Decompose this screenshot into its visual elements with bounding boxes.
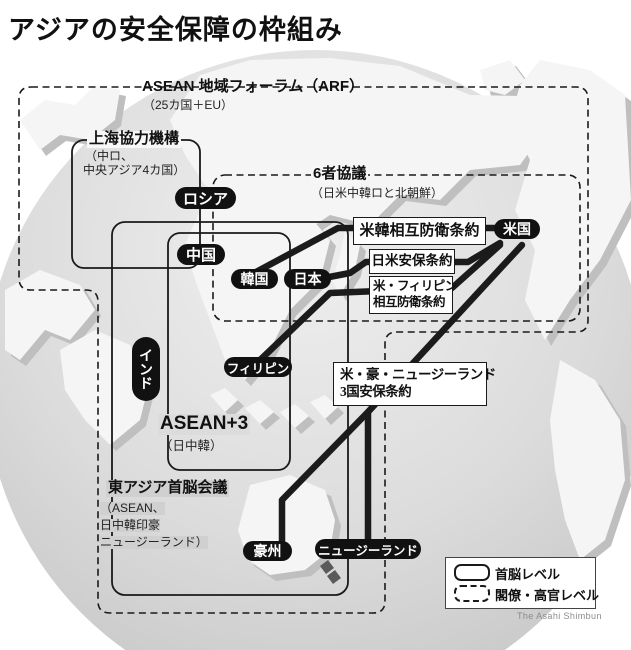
legend-summit-label: 首脳レベル: [495, 567, 561, 582]
country-pill-russia: ロシア: [175, 187, 236, 209]
sco-subtitle-line1: （中ロ、: [85, 149, 134, 163]
six-party-subtitle: （日米中韓ロと北朝鮮）: [311, 186, 444, 200]
country-pill-south-korea: 韓国: [231, 269, 278, 289]
us-korea-treaty-label: 米韓相互防衛条約: [359, 222, 480, 239]
country-pill-australia: 豪州: [243, 541, 292, 561]
eas-subtitle-line2: 日中韓印豪: [100, 518, 161, 533]
us-japan-line: [320, 239, 504, 282]
sco-label: 上海協力機構: [87, 130, 182, 148]
sco-subtitle-line2: 中央アジア4カ国）: [83, 163, 186, 177]
country-pill-usa: 米国: [494, 219, 540, 239]
arf-subtitle: （25カ国＋EU）: [143, 98, 234, 112]
anzus-treaty-box: 米・豪・ニュージーランド 3国安保条約: [333, 362, 496, 406]
eas-label: 東アジア首脳会議: [106, 479, 230, 497]
us-philippines-treaty-line2: 相互防衛条約: [373, 295, 446, 309]
legend-ministerial-label: 閣僚・高官レベル: [495, 588, 600, 603]
page-title: アジアの安全保障の枠組み: [8, 15, 343, 45]
eas-frame: [111, 221, 349, 596]
us-japan-treaty-box: 日米安保条約: [369, 249, 455, 274]
country-pill-india: インド: [132, 337, 160, 401]
us-korea-treaty-box: 米韓相互防衛条約: [353, 217, 486, 245]
anzus-line-australia: [278, 241, 526, 546]
legend-solid-box-icon: [454, 564, 490, 581]
arf-label: ASEAN 地域フォーラム（ARF）: [142, 78, 365, 95]
asean3-frame: [167, 232, 291, 471]
anzus-treaty-line1: 米・豪・ニュージーランド: [340, 367, 496, 383]
asean3-subtitle: （日中韓）: [160, 439, 223, 453]
us-japan-treaty-label: 日米安保条約: [371, 253, 453, 269]
country-pill-china: 中国: [177, 244, 225, 265]
country-pill-philippines: フィリピン: [224, 357, 292, 377]
arf-frame: [18, 86, 589, 614]
anzus-treaty-line2: 3国安保条約: [340, 384, 412, 399]
eas-subtitle-line3: ニュージーランド）: [100, 535, 208, 550]
asean3-label: ASEAN+3: [158, 413, 251, 435]
new-zealand-islands: [320, 560, 341, 584]
credit: The Asahi Shimbun: [517, 611, 602, 621]
country-pill-new-zealand: ニュージーランド: [315, 539, 421, 559]
legend: 首脳レベル 閣僚・高官レベル: [445, 557, 600, 609]
country-pill-japan: 日本: [284, 269, 331, 289]
six-party-label: 6者協議: [311, 165, 369, 183]
us-philippines-treaty-line1: 米・フィリピン: [373, 279, 457, 294]
eas-subtitle-line1: （ASEAN、: [100, 501, 165, 516]
legend-dashed-box-icon: [454, 585, 490, 602]
us-philippines-treaty-box: 米・フィリピン 相互防衛条約: [369, 276, 457, 314]
